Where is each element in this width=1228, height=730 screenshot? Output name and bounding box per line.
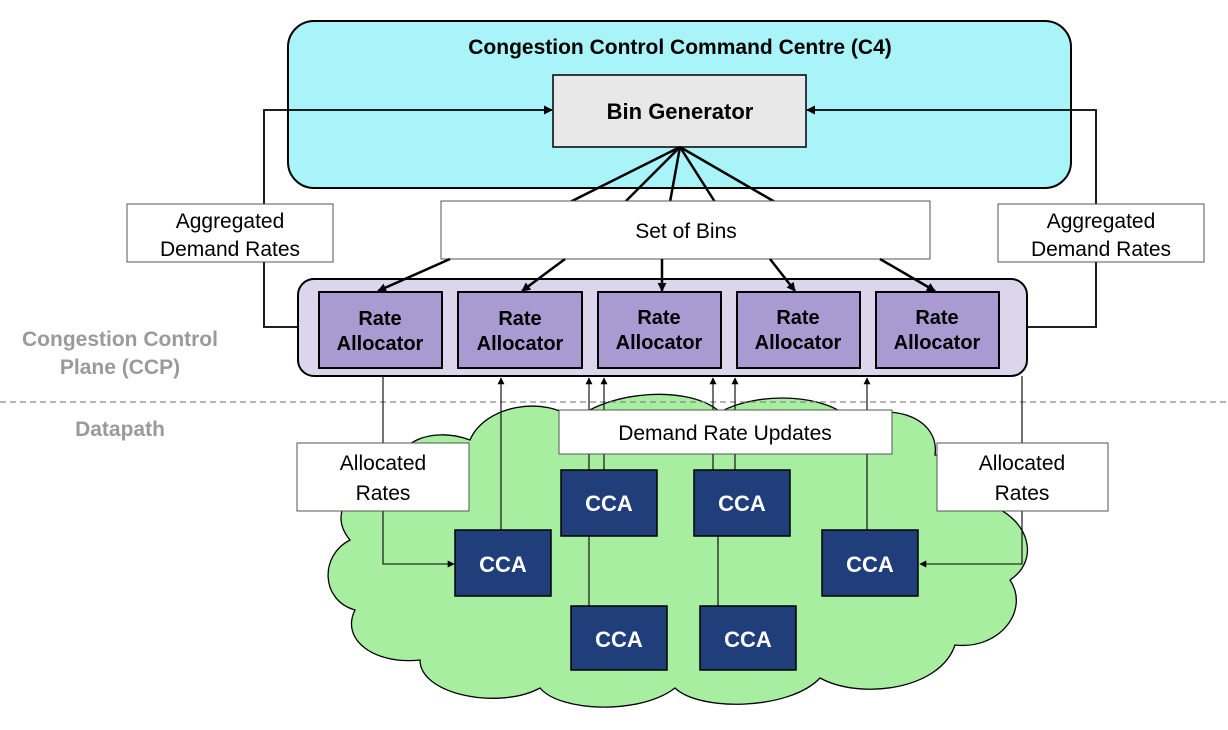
set-of-bins-label: Set of Bins [635,220,737,243]
allocation-lines [382,376,1023,606]
rate-allocator-label-line1: Rate [637,307,680,329]
rate-allocator-label-line2: Allocator [337,333,424,355]
demand-rate-updates-label: Demand Rate Updates [618,422,832,445]
bin-generator-label: Bin Generator [607,99,754,124]
allocated-rates-right-box [936,442,1109,512]
rate-allocator-2: Rate Allocator [457,291,583,369]
allocated-rates-right-line2: Rates [995,482,1050,505]
cca-node-4: CCA [821,529,919,597]
cca-node-3: CCA [454,529,552,597]
rate-allocator-label-line1: Rate [915,307,958,329]
aggregated-demand-left-line2: Demand Rates [160,238,300,261]
aggregated-demand-right-line2: Demand Rates [1031,238,1171,261]
datapath-label: Datapath [75,418,165,441]
cca-node-5: CCA [570,605,668,671]
set-of-bins-box [440,200,931,260]
cca-label: CCA [479,552,527,577]
cca-node-6: CCA [699,605,797,671]
aggregated-demand-left-line1: Aggregated [176,210,285,233]
bin-to-allocator-arrows [377,257,936,293]
bin-fan-lines [569,145,776,204]
rate-allocator-label-line2: Allocator [616,332,703,354]
cca-label: CCA [595,627,643,652]
rate-allocator-3: Rate Allocator [597,291,722,369]
aggregated-demand-left-box [126,203,334,263]
allocated-rates-left-box [296,442,470,512]
c4-title: Congestion Control Command Centre (C4) [468,36,892,59]
rate-allocator-label-line2: Allocator [755,332,842,354]
cca-label: CCA [846,552,894,577]
cca-label: CCA [585,491,633,516]
cca-label: CCA [718,491,766,516]
rate-allocator-1: Rate Allocator [318,291,443,369]
bin-generator-box [552,74,807,148]
rate-allocator-label-line1: Rate [776,307,819,329]
cca-node-1: CCA [560,469,658,537]
rate-allocator-label-line2: Allocator [894,332,981,354]
demand-rate-updates-box [558,409,893,455]
ccp-label-line1: Congestion Control [22,328,218,351]
cca-label: CCA [724,627,772,652]
rate-allocator-4: Rate Allocator [736,291,861,369]
ccp-label-line2: Plane (CCP) [60,356,180,379]
aggregated-demand-right-line1: Aggregated [1047,210,1156,233]
allocated-rates-left-line2: Rates [356,482,411,505]
rate-allocator-label-line1: Rate [498,308,541,330]
rate-allocator-label-line1: Rate [358,308,401,330]
allocated-rates-left-line1: Allocated [340,452,426,475]
allocated-rates-right-line1: Allocated [979,452,1065,475]
cca-node-2: CCA [693,469,791,537]
rate-allocator-label-line2: Allocator [477,333,564,355]
rate-allocator-5: Rate Allocator [875,291,1000,369]
datapath-cloud [327,393,1028,708]
aggregated-demand-right-box [997,203,1205,263]
